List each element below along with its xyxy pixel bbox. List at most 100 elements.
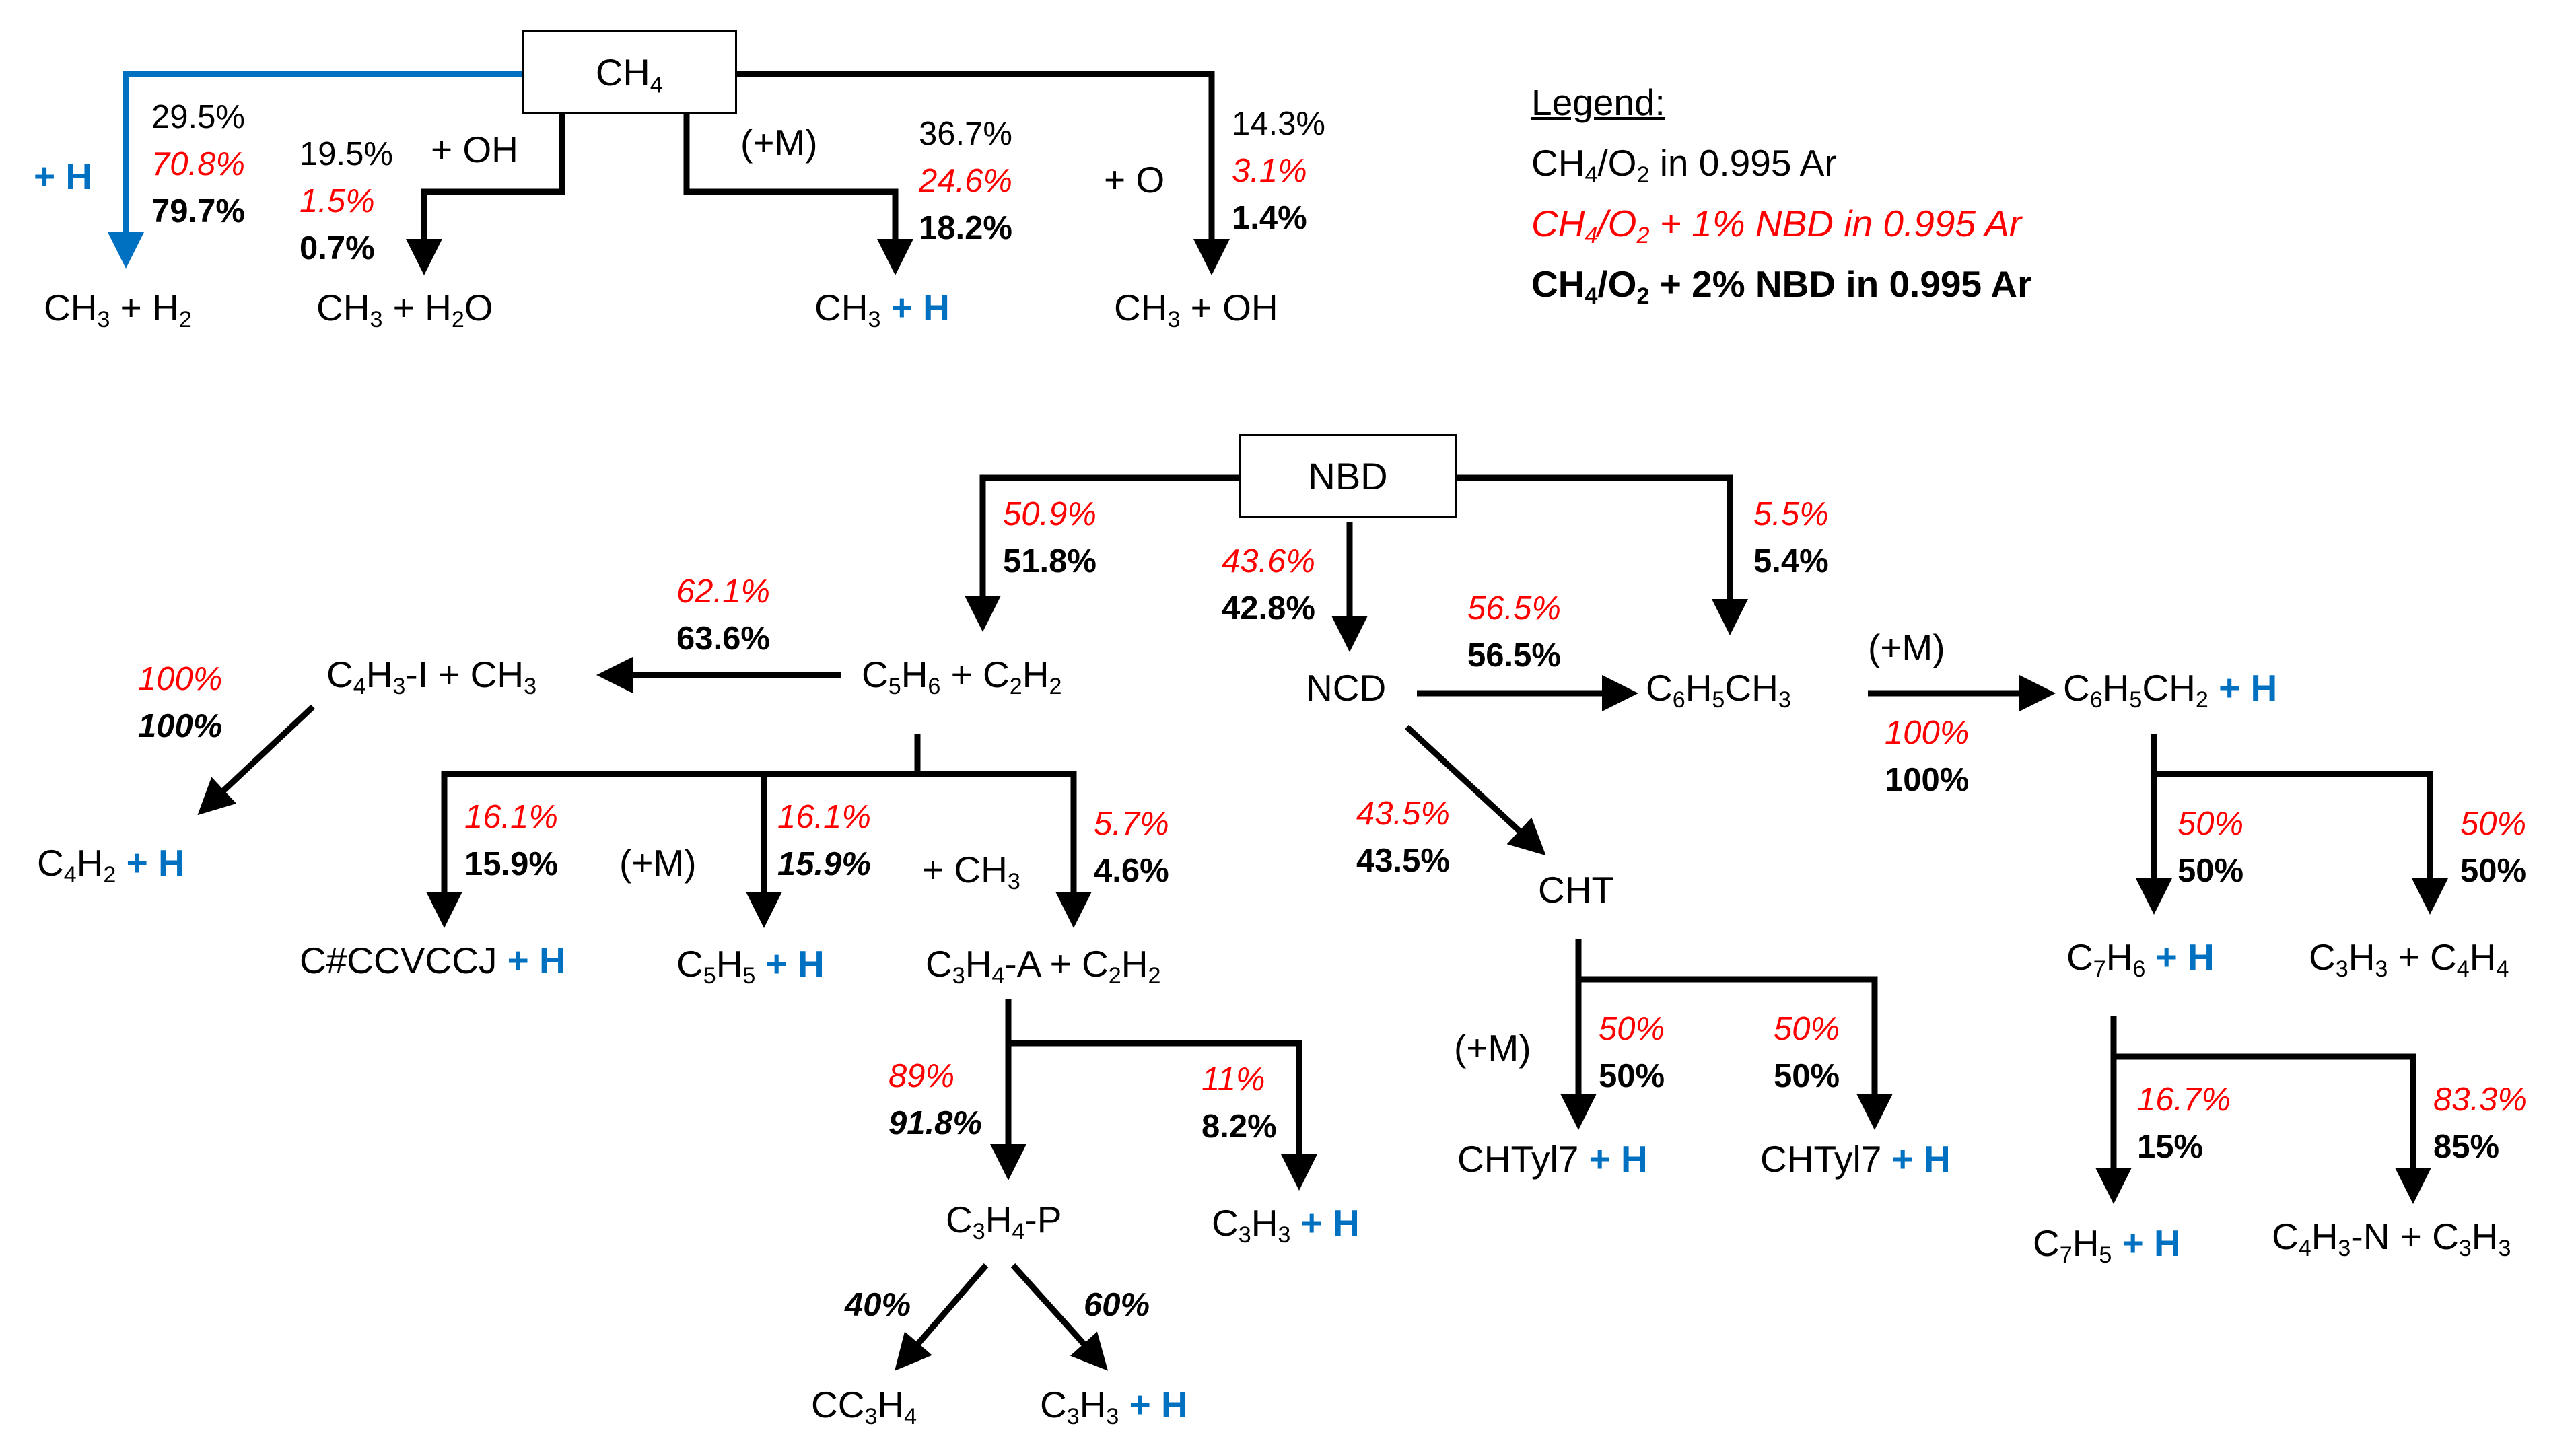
plus-m-ch4: (+M): [740, 122, 818, 164]
pct-h-abs-2: 79.7%: [151, 193, 245, 229]
cht-node: CHT: [1538, 869, 1615, 911]
pct-c3h4a-c3h3-1: 8.2%: [1202, 1108, 1277, 1145]
arrow-c3h4a-c3h3: [1008, 1040, 1317, 1191]
pct-c3h4a-c3h4p-1: 91.8%: [889, 1105, 982, 1141]
c4h2-h-node: C4H2 + H: [37, 842, 185, 888]
legend-entry-base: CH4/O2 in 0.995 Ar: [1531, 142, 1837, 188]
legend-title: Legend:: [1531, 81, 1665, 123]
arrow-ch4-h-abstraction: [108, 71, 525, 269]
c5h5-h-node: C5H5 + H: [676, 943, 825, 989]
pct-c4h3i-c4h2-1: 100%: [138, 708, 223, 744]
legend-entry-2pct: CH4/O2 + 2% NBD in 0.995 Ar: [1531, 263, 2032, 310]
c3h4a-c2h2-node: C3H4-A + C2H2: [926, 943, 1161, 989]
cc3h4-node: CC3H4: [811, 1384, 917, 1430]
plus-m-cht: (+M): [1454, 1027, 1531, 1069]
ch3-h2-product: CH3 + H2: [44, 287, 192, 333]
pct-cht-b-0: 50%: [1774, 1011, 1840, 1047]
pct-cht-a-1: 50%: [1599, 1058, 1665, 1094]
c5h6-c2h2-node: C5H6 + C2H2: [862, 653, 1062, 700]
plus-h-ch4: + H: [34, 155, 93, 197]
ch3-h-product: CH3 + H: [814, 287, 950, 333]
pct-oh-abs-1: 1.5%: [300, 183, 375, 219]
pct-c5h6-ccvccj-1: 15.9%: [464, 846, 558, 882]
pct-ncd-tol-0: 56.5%: [1467, 590, 1561, 627]
pct-c5h6-c5h5-0: 16.1%: [777, 799, 871, 835]
c7h5-h-node: C7H5 + H: [2033, 1222, 2181, 1269]
pct-c5h6-c5h5-1: 15.9%: [777, 846, 871, 882]
pct-benzyl-c7h6-0: 50%: [2178, 806, 2244, 842]
pct-nbd-tol-0: 5.5%: [1753, 496, 1829, 532]
arrow-c3h4p-c3h3: [1010, 1263, 1109, 1371]
arrow-c4h3i-c4h2: [197, 704, 316, 816]
pct-tol-benzyl-1: 100%: [1885, 762, 1970, 798]
ch4-box: CH4: [522, 30, 737, 114]
plus-o-label: + O: [1104, 159, 1165, 201]
c4h3i-ch3-node: C4H3-I + CH3: [326, 653, 537, 700]
pct-ncd-tol-1: 56.5%: [1467, 637, 1561, 674]
pct-c3h4p-c3h3: 60%: [1084, 1287, 1150, 1323]
arrow-c5h6-branch: [426, 734, 921, 928]
pct-h-abs-0: 29.5%: [151, 99, 245, 135]
plus-ch3-label: + CH3: [922, 849, 1020, 895]
plus-m-toluene: (+M): [1868, 627, 1945, 668]
pct-h-abs-1: 70.8%: [151, 146, 245, 182]
nbd-box: NBD: [1239, 434, 1457, 518]
pct-c7h6-c7h5-1: 15%: [2137, 1129, 2204, 1165]
toluene-node: C6H5CH3: [1646, 667, 1791, 713]
ccvccj-h-node: C#CCVCCJ + H: [300, 940, 566, 981]
arrow-benzyl-c3h3: [2154, 771, 2448, 915]
pct-benzyl-c3h3-1: 50%: [2460, 853, 2527, 889]
pct-c5h6-ccvccj-0: 16.1%: [464, 799, 558, 835]
pct-ncd-cht-1: 43.5%: [1356, 843, 1450, 879]
nbd-label: NBD: [1308, 455, 1388, 497]
pct-nbd-c5h6-0: 50.9%: [1003, 496, 1096, 532]
pct-benzyl-c3h3-0: 50%: [2460, 806, 2527, 842]
arrow-c3h4p-cc3h4: [895, 1263, 989, 1371]
pct-benzyl-c7h6-1: 50%: [2178, 853, 2244, 889]
plus-m-c5h5: (+M): [619, 842, 697, 884]
arrow-ch4-m: [683, 114, 913, 275]
pct-nbd-ncd-1: 42.8%: [1222, 590, 1315, 627]
pct-oh-abs-0: 19.5%: [300, 136, 393, 172]
c3h3-h-node-b: C3H3 + H: [1040, 1384, 1188, 1430]
c3h3-h-node-a: C3H3 + H: [1212, 1202, 1360, 1248]
pct-tol-benzyl-0: 100%: [1885, 715, 1970, 751]
plus-oh-label: + OH: [431, 129, 518, 170]
chtyl7-h-node-b: CHTyl7 + H: [1760, 1138, 1951, 1180]
legend-entry-1pct: CH4/O2 + 1% NBD in 0.995 Ar: [1531, 203, 2022, 249]
pct-c3h4p-cc3h4: 40%: [845, 1287, 911, 1323]
c3h3-c4h4-node: C3H3 + C4H4: [2309, 936, 2509, 983]
arrow-c7h6-c4h3n: [2114, 1053, 2431, 1204]
pct-c5h6-c4h3i-0: 62.1%: [676, 573, 770, 610]
pct-cht-b-1: 50%: [1774, 1058, 1840, 1094]
pct-ncd-cht-0: 43.5%: [1356, 796, 1450, 832]
pct-nbd-ncd-0: 43.6%: [1222, 543, 1315, 579]
ncd-node: NCD: [1306, 667, 1387, 709]
chtyl7-h-node-a: CHTyl7 + H: [1457, 1138, 1648, 1180]
arrow-ch4-oh: [406, 114, 565, 275]
arrow-ch4-o: [730, 71, 1230, 275]
c4h3n-c3h3-node: C4H3-N + C3H3: [2272, 1215, 2511, 1262]
ch3-h2o-product: CH3 + H2O: [316, 287, 493, 333]
ch3-oh-product: CH3 + OH: [1114, 287, 1278, 333]
pct-c5h6-c3h4a-0: 5.7%: [1094, 806, 1169, 842]
pct-nbd-c5h6-1: 51.8%: [1003, 543, 1096, 579]
arrow-nbd-toluene: [1457, 474, 1748, 635]
pct-m-dec-1: 24.6%: [919, 163, 1012, 199]
pct-cht-a-0: 50%: [1599, 1011, 1665, 1047]
pct-o-abs-1: 3.1%: [1232, 153, 1307, 189]
pct-nbd-tol-1: 5.4%: [1753, 543, 1829, 579]
arrow-nbd-c5h6: [965, 474, 1242, 632]
pct-o-abs-2: 1.4%: [1232, 200, 1307, 236]
pct-oh-abs-2: 0.7%: [300, 230, 375, 267]
pct-c7h6-c4h3n-1: 85%: [2433, 1129, 2500, 1165]
pct-c4h3i-c4h2-0: 100%: [138, 661, 223, 697]
pct-m-dec-2: 18.2%: [919, 210, 1012, 246]
pct-o-abs-0: 14.3%: [1232, 106, 1325, 142]
pct-c3h4a-c3h4p-0: 89%: [889, 1058, 955, 1094]
arrow-ncd-cht: [1404, 724, 1546, 856]
pct-c5h6-c3h4a-1: 4.6%: [1094, 853, 1169, 889]
c3h4p-node: C3H4-P: [946, 1199, 1062, 1245]
pct-c3h4a-c3h3-0: 11%: [1202, 1061, 1265, 1098]
